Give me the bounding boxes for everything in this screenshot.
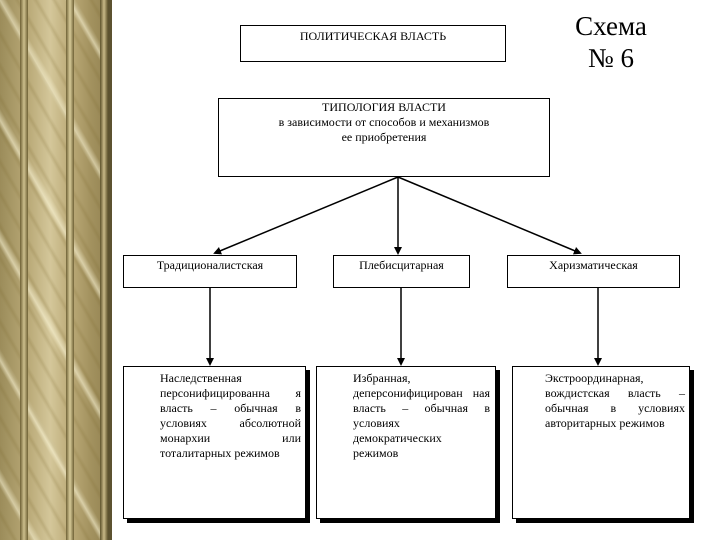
type-box-traditionalist: Традиционалистская (123, 255, 297, 288)
type-label-plebiscitary: Плебисцитарная (359, 258, 444, 272)
decorative-gold-border (0, 0, 112, 540)
connector-arrow-charismatic (397, 176, 582, 255)
type-label-traditionalist: Традиционалистская (156, 258, 264, 272)
typology-subtitle-line-1: в зависимости от способов и механизмов (278, 115, 490, 129)
scheme-title: Схема (575, 11, 647, 41)
description-charismatic: Экстроординарная, вождистская власть – о… (545, 371, 685, 430)
scheme-number-value: № 6 (587, 43, 634, 73)
description-box-charismatic: Экстроординарная, вождистская власть – о… (512, 366, 690, 519)
political-power-box: ПОЛИТИЧЕСКАЯ ВЛАСТЬ (240, 25, 506, 62)
typology-subtitle-line-2: ее приобретения (341, 130, 427, 144)
description-box-traditionalist: Наследственная персонифицированна я влас… (123, 366, 306, 519)
type-box-charismatic: Харизматическая (507, 255, 680, 288)
decorative-rod (100, 0, 108, 540)
typology-box: ТИПОЛОГИЯ ВЛАСТИ в зависимости от способ… (218, 98, 550, 177)
decorative-edge (108, 0, 112, 540)
connector-arrow-traditionalist (213, 176, 399, 255)
scheme-number: Схема № 6 (556, 10, 666, 74)
decorative-rod (20, 0, 28, 540)
description-box-plebiscitary: Избранная, деперсонифицирован ная власть… (316, 366, 496, 519)
description-traditionalist: Наследственная персонифицированна я влас… (160, 371, 301, 460)
type-label-charismatic: Харизматическая (549, 258, 638, 272)
political-power-label: ПОЛИТИЧЕСКАЯ ВЛАСТЬ (299, 29, 447, 43)
typology-heading: ТИПОЛОГИЯ ВЛАСТИ (322, 100, 446, 114)
description-plebiscitary: Избранная, деперсонифицирован ная власть… (353, 371, 490, 460)
type-box-plebiscitary: Плебисцитарная (333, 255, 470, 288)
decorative-rod (66, 0, 74, 540)
